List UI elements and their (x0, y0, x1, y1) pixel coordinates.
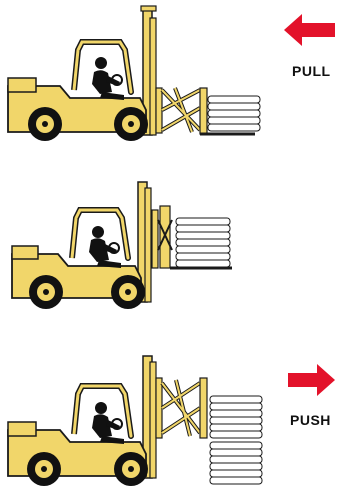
forklift-pull-illustration (0, 0, 337, 160)
forklift-push-illustration (0, 338, 337, 498)
sack-load (176, 218, 230, 267)
sack-load (210, 396, 262, 484)
driver-silhouette (92, 402, 124, 444)
sack-load (208, 96, 260, 131)
left-arrow-icon (284, 14, 335, 46)
front-wheel (114, 107, 148, 141)
front-wheel (114, 452, 148, 486)
pull-label: PULL (292, 63, 331, 79)
pull-panel: PULL (0, 0, 337, 160)
rear-wheel (28, 107, 62, 141)
driver-silhouette (89, 226, 121, 268)
push-panel: PUSH (0, 338, 337, 498)
right-arrow-icon (288, 364, 335, 396)
scissor-attachment-extended (156, 378, 207, 438)
front-wheel (111, 275, 145, 309)
neutral-panel (0, 170, 337, 330)
rear-wheel (27, 452, 61, 486)
forklift-neutral-illustration (0, 170, 337, 330)
driver-silhouette (92, 57, 124, 100)
push-label: PUSH (290, 412, 331, 428)
rear-wheel (29, 275, 63, 309)
